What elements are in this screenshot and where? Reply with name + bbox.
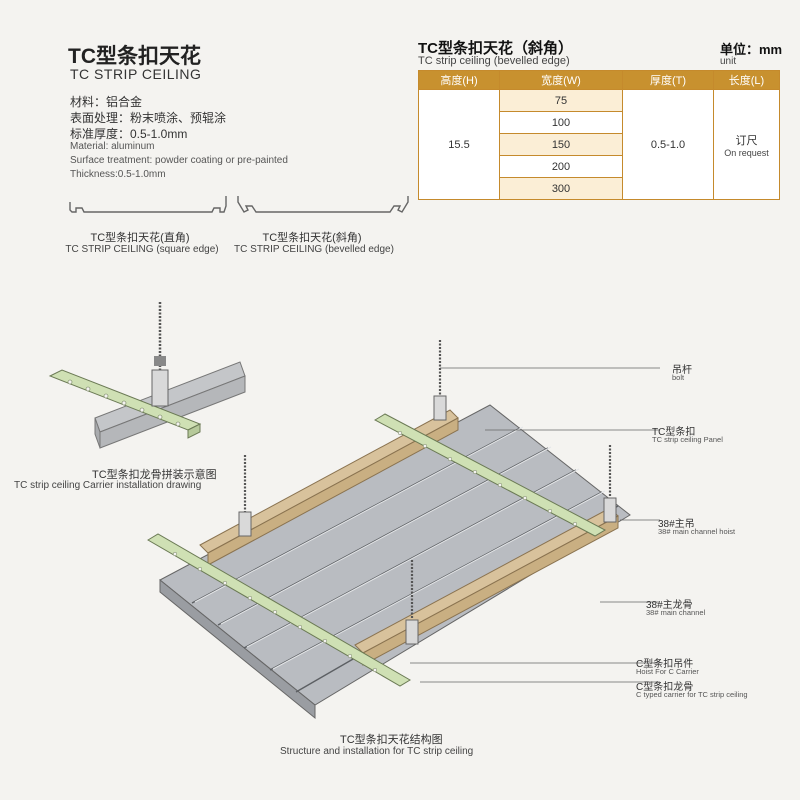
callout-panel-zh: TC型条扣: [652, 427, 696, 438]
callout-main-channel-zh: 38#主龙骨: [646, 600, 693, 611]
callout-c-carrier-en: C typed carrier for TC strip ceiling: [636, 690, 748, 699]
table-row: 300: [419, 177, 780, 200]
length-en: On request: [724, 147, 769, 158]
table-row: 100: [419, 111, 780, 134]
callout-c-hoist-en: Hoist For C Carrier: [636, 667, 699, 676]
profile-bevel-label-zh: TC型条扣天花(斜角): [262, 232, 362, 244]
square-edge-profile: [69, 196, 227, 213]
surface-zh: 表面处理：粉末喷涂、预辊涂: [70, 111, 227, 125]
header-width: 宽度(W): [499, 70, 623, 90]
table-row: 15.5 75 0.5-1.0 订尺 On request: [418, 89, 780, 200]
main-caption-en: Structure and installation for TC strip …: [280, 746, 474, 757]
callout-hoist-en: 38# main channel hoist: [658, 527, 736, 536]
profile-square-label-en: TC STRIP CEILING (square edge): [65, 244, 219, 255]
callout-main-channel-en: 38# main channel: [646, 608, 706, 617]
surface-en: Surface treatment: powder coating or pre…: [70, 155, 288, 166]
profile-square-label-zh: TC型条扣天花(直角): [90, 232, 190, 244]
cell-width-100: 100: [499, 111, 623, 134]
cell-width-75: 75: [499, 89, 623, 112]
header-height: 高度(H): [418, 70, 500, 90]
table-title: TC型条扣天花（斜角）: [418, 40, 573, 57]
callout-hoist-zh: 38#主吊: [658, 519, 695, 530]
unit-label-en: unit: [720, 56, 737, 67]
callout-c-hoist-zh: C型条扣吊件: [636, 659, 694, 670]
profile-bevel-label-en: TC STRIP CEILING (bevelled edge): [234, 244, 394, 255]
cell-height: 15.5: [418, 89, 500, 200]
table-header-row: 高度(H) 宽度(W) 厚度(T) 长度(L): [418, 70, 780, 90]
header-thickness: 厚度(T): [622, 70, 714, 90]
material-en: Material: aluminum: [70, 141, 155, 152]
bevelled-edge-profile: [237, 196, 409, 213]
main-caption-zh: TC型条扣天花结构图: [340, 734, 443, 746]
header-length: 长度(L): [713, 70, 780, 90]
main-structure-drawing: [147, 340, 660, 720]
cell-length: 订尺 On request: [713, 89, 780, 200]
page-title-en: TC STRIP CEILING: [70, 66, 202, 82]
thickness-zh: 标准厚度：0.5-1.0mm: [70, 127, 188, 141]
spec-table: 高度(H) 宽度(W) 厚度(T) 长度(L) 15.5 75 0.5-1.0 …: [418, 70, 780, 200]
callout-bolt-zh: 吊杆: [672, 365, 692, 376]
cell-width-150: 150: [499, 133, 623, 156]
thickness-en: Thickness:0.5-1.0mm: [70, 169, 166, 180]
callout-panel-en: TC strip ceiling Panel: [652, 435, 723, 444]
cell-thickness: 0.5-1.0: [622, 89, 714, 200]
page-title: TC型条扣天花: [68, 45, 201, 68]
cell-width-300: 300: [499, 177, 623, 200]
profile-drawings: [69, 196, 409, 213]
inset-caption-en: TC strip ceiling Carrier installation dr…: [14, 480, 202, 491]
cell-width-200: 200: [499, 155, 623, 178]
length-zh: 订尺: [735, 134, 758, 147]
table-title-en: TC strip ceiling (bevelled edge): [418, 55, 570, 67]
inset-caption-zh: TC型条扣龙骨拼装示意图: [92, 469, 217, 481]
callout-bolt-en: bolt: [672, 373, 685, 382]
unit-label: 单位：mm: [720, 42, 783, 57]
carrier-inset-drawing: [48, 302, 246, 449]
callout-c-carrier-zh: C型条扣龙骨: [636, 682, 694, 693]
material-zh: 材料：铝合金: [70, 95, 143, 109]
